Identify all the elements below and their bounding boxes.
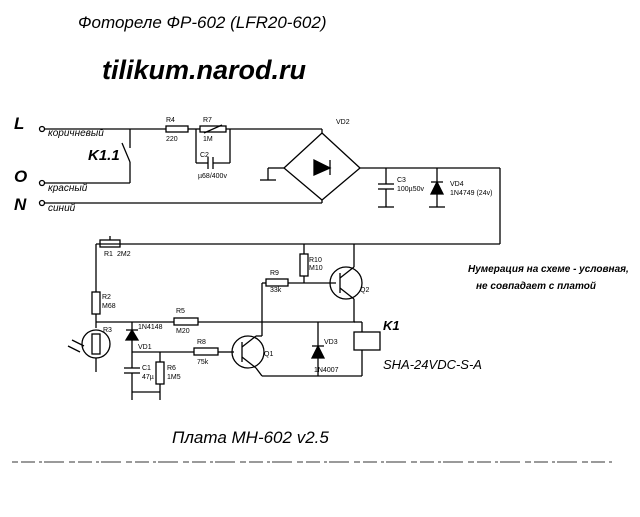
R4-value: 220 xyxy=(166,136,178,143)
photoresistor-R3-body xyxy=(91,333,101,355)
R5-ref: R5 xyxy=(176,308,185,315)
C1-value: 47µ xyxy=(142,374,154,381)
switch-k11-blade xyxy=(121,142,131,163)
Q1-ref: Q1 xyxy=(264,351,273,358)
R5-value: M20 xyxy=(176,328,190,335)
VD3-value: 1N4007 xyxy=(314,367,339,374)
note-line-2: не совпадает с платой xyxy=(476,281,596,292)
diagram-title: Фотореле ФР-602 (LFR20-602) xyxy=(78,13,327,32)
R6-ref: R6 xyxy=(167,365,176,372)
component-labels: R4 220 R7 1M C2 µ68/400v VD2 C3 100µ50v … xyxy=(102,117,492,381)
VD4-ref: VD4 xyxy=(450,181,464,188)
light-arrow-2 xyxy=(71,339,85,347)
R1-ref: R1 xyxy=(104,251,113,258)
resistor-R7-arrow xyxy=(203,124,223,134)
C1-ref: C1 xyxy=(142,365,151,372)
R8-value: 75k xyxy=(197,359,209,366)
relay-ref-label: K1 xyxy=(383,318,400,333)
Q2-ref: Q2 xyxy=(360,287,369,294)
wire-blue-label: синий xyxy=(48,203,76,214)
R9-value: 33k xyxy=(270,287,282,294)
bridge-diode-tri xyxy=(313,158,332,176)
diode-VD3-tri xyxy=(310,344,326,359)
wire-red-label: красный xyxy=(48,183,88,194)
R6-value: 1M5 xyxy=(167,374,181,381)
VD2-ref: VD2 xyxy=(336,119,350,126)
VD3-ref: VD3 xyxy=(324,339,338,346)
R3-ref: R3 xyxy=(103,327,112,334)
light-arrow-1 xyxy=(67,345,81,353)
relay-K1-coil xyxy=(353,331,381,351)
transistor-Q2-emitter xyxy=(339,266,355,279)
C2-value: µ68/400v xyxy=(198,173,227,180)
resistor-R9 xyxy=(265,278,289,287)
terminal-N-label: N xyxy=(14,195,27,214)
R9-ref: R9 xyxy=(270,270,279,277)
resistor-R5 xyxy=(173,317,199,326)
transistor-Q1-collector xyxy=(241,335,257,348)
resistor-R8 xyxy=(193,347,219,356)
transistor-Q2 xyxy=(329,266,363,300)
resistor-R10 xyxy=(299,253,309,277)
resistor-R4 xyxy=(165,125,189,133)
terminal-N xyxy=(38,199,46,207)
transistor-Q1-emitter xyxy=(241,356,257,369)
transistor-Q1 xyxy=(231,335,265,369)
C3-ref: C3 xyxy=(397,177,406,184)
diode-1N4148-tri xyxy=(124,328,140,341)
terminal-O-label: O xyxy=(14,167,28,186)
R1-value: 2M2 xyxy=(117,251,131,258)
switch-k11-label: K1.1 xyxy=(88,147,120,164)
terminal-O xyxy=(38,179,46,187)
terminal-L-label: L xyxy=(14,114,25,133)
R2-ref: R2 xyxy=(102,294,111,301)
scan-artifact xyxy=(12,461,612,463)
VD1-ref: VD1 xyxy=(138,344,152,351)
R7-ref: R7 xyxy=(203,117,212,124)
R10-ref: R10 xyxy=(309,257,322,264)
R7-value: 1M xyxy=(203,136,213,143)
note-line-1: Нумерация на схеме - условная, xyxy=(468,264,629,275)
VD4-value: 1N4749 (24v) xyxy=(450,190,492,197)
zener-VD4-tri xyxy=(429,180,445,195)
relay-part-label: SHA-24VDC-S-A xyxy=(383,357,482,372)
C2-ref: C2 xyxy=(200,152,209,159)
wire-brown-label: коричневый xyxy=(48,128,104,139)
resistor-R2 xyxy=(91,291,101,315)
diode-1N4148-value: 1N4148 xyxy=(138,324,163,331)
board-label: Плата МН-602 v2.5 xyxy=(172,428,329,447)
R8-ref: R8 xyxy=(197,339,206,346)
terminal-L xyxy=(38,125,46,133)
R10-value: M10 xyxy=(309,265,323,272)
wire-Q1-emitter xyxy=(255,367,263,377)
transistor-Q2-collector xyxy=(339,287,355,300)
site-url: tilikum.narod.ru xyxy=(102,55,307,85)
R2-value: M68 xyxy=(102,303,116,310)
R4-ref: R4 xyxy=(166,117,175,124)
resistor-R6 xyxy=(155,361,165,385)
C3-value: 100µ50v xyxy=(397,186,424,193)
